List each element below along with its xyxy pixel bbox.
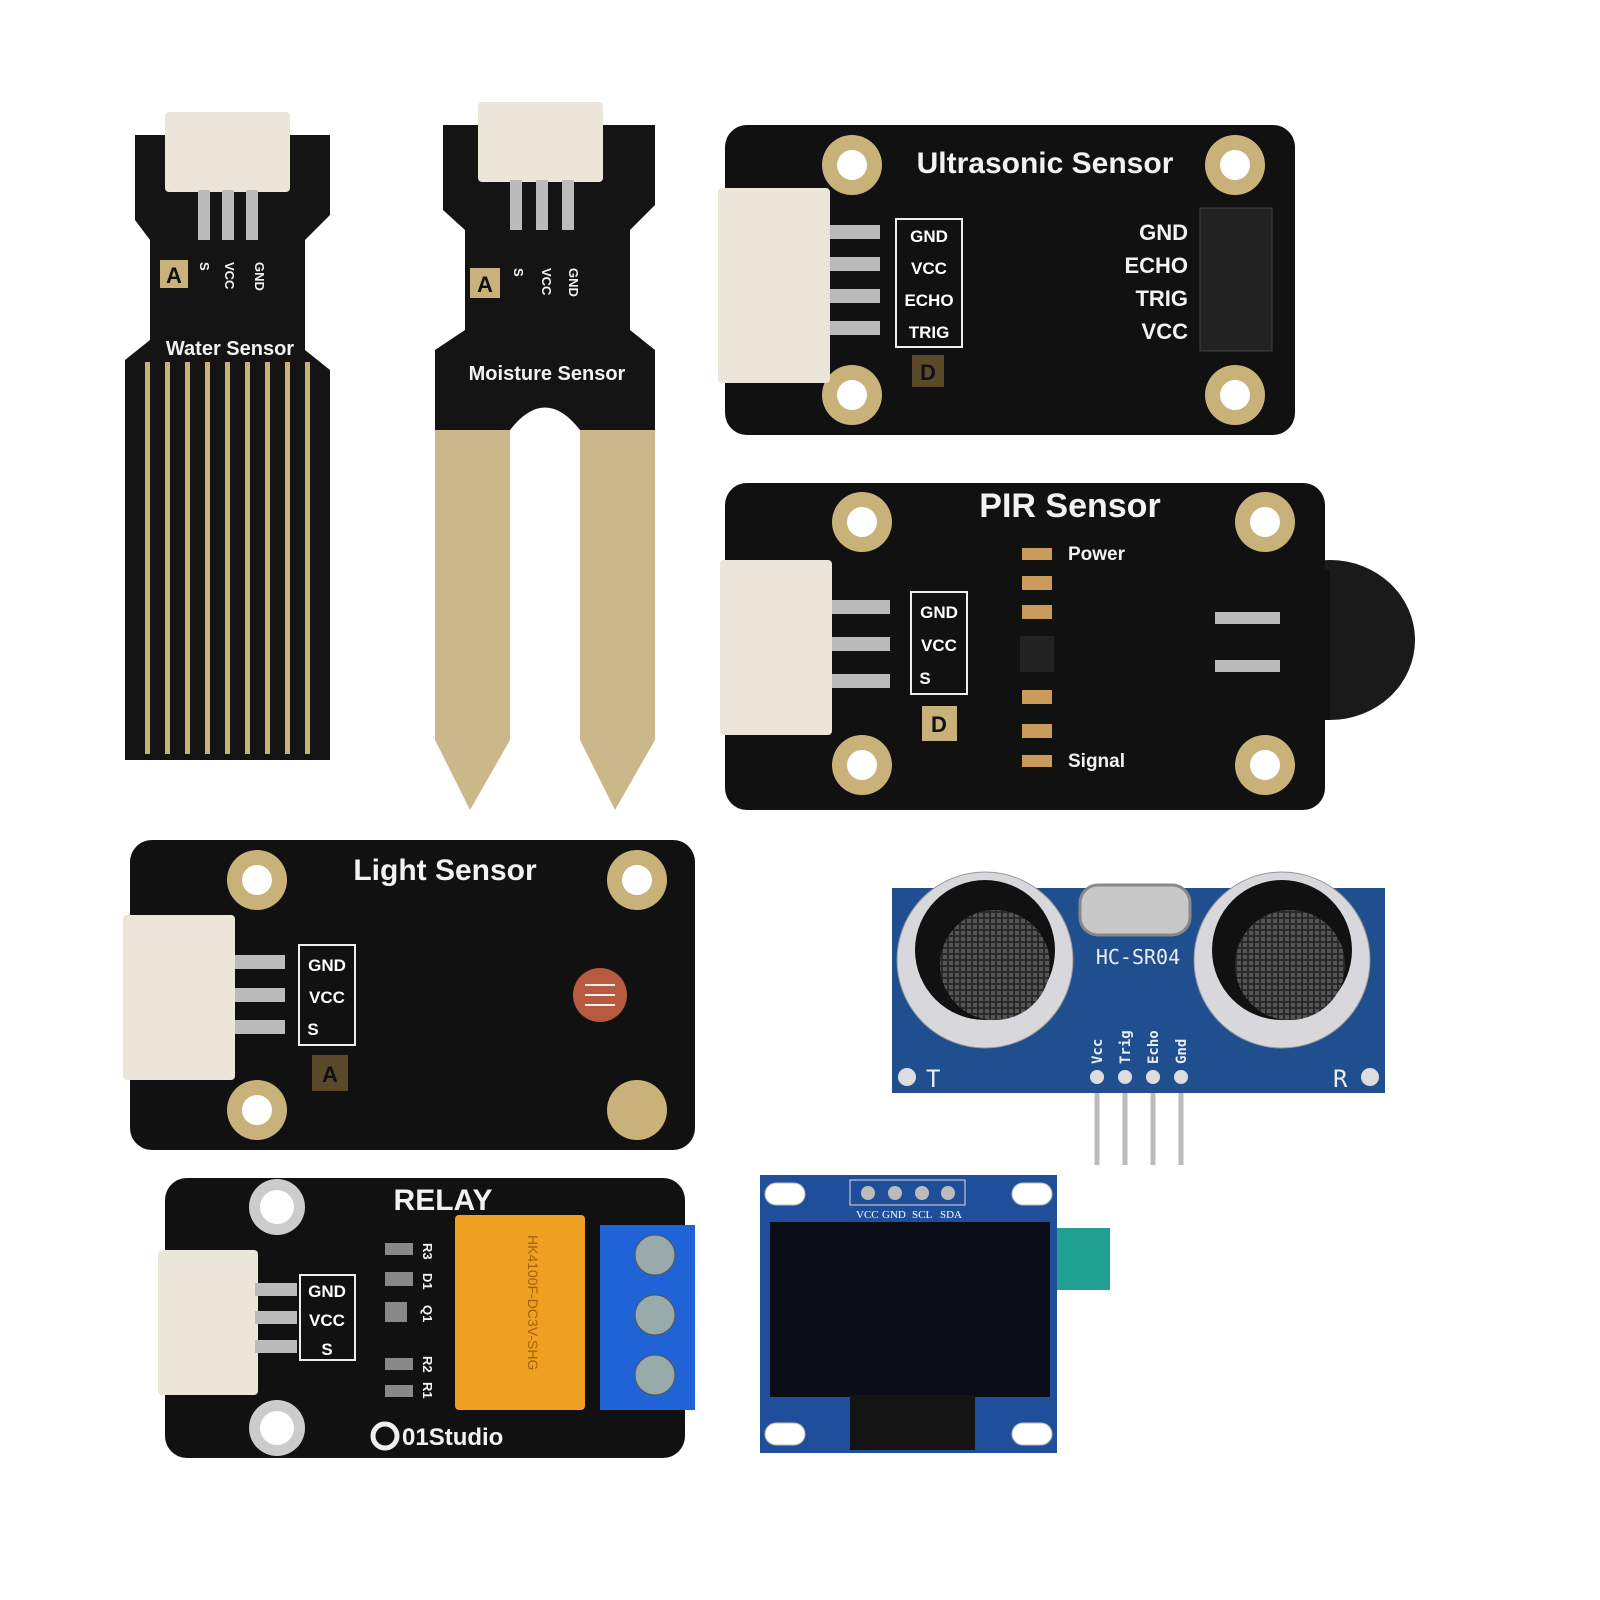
connector-icon — [165, 112, 290, 192]
connector-icon — [478, 102, 603, 182]
board-title: RELAY — [394, 1184, 493, 1217]
pin-label: GND — [920, 603, 958, 622]
component-label: D1 — [420, 1273, 435, 1290]
transmitter-mark: T — [926, 1065, 940, 1093]
pin-label: ECHO — [904, 291, 953, 310]
board-title: Moisture Sensor — [469, 363, 626, 385]
type-mark: A — [322, 1062, 338, 1087]
female-header — [1199, 207, 1273, 352]
pin-label: VCC — [309, 1311, 345, 1330]
pir-sensor-module: PIR Sensor Power Signal GND VCC S D — [720, 483, 1415, 810]
pin-label: GND — [252, 262, 267, 291]
pin-label: S — [321, 1340, 332, 1359]
pin-label: S — [919, 669, 930, 688]
pin-label: S — [307, 1020, 318, 1039]
relay-component — [455, 1215, 585, 1410]
component-label: R3 — [420, 1243, 435, 1260]
pin-label: VCC — [856, 1209, 879, 1221]
moisture-sensor-module: A S VCC GND Moisture Sensor — [435, 102, 655, 810]
pin-label: GND — [566, 268, 581, 297]
transmitter-transducer — [896, 871, 1074, 1049]
pin-label: GND — [910, 227, 948, 246]
pin-label: GND — [882, 1209, 906, 1221]
receiver-transducer — [1193, 871, 1371, 1049]
model-label: HC-SR04 — [1096, 945, 1180, 969]
component-label: R2 — [420, 1356, 435, 1373]
pin-label: TRIG — [1135, 286, 1188, 311]
oled-display-module: VCC GND SCL SDA — [760, 1175, 1110, 1453]
pin-label: VCC — [911, 259, 947, 278]
relay-module: RELAY GND VCC S R3 D1 Q1 R2 R1 HK4100F-D… — [158, 1178, 695, 1458]
pin-label: VCC — [1142, 319, 1189, 344]
connector-icon — [123, 915, 235, 1080]
component-label: Q1 — [420, 1305, 435, 1322]
connector-icon — [718, 188, 830, 383]
light-sensor-module: Light Sensor GND VCC S A — [123, 840, 695, 1150]
pin-label: SDA — [940, 1209, 962, 1221]
pin-label: S — [197, 262, 212, 271]
pin-label: Trig — [1118, 1030, 1134, 1064]
crystal-oscillator — [1078, 883, 1192, 937]
brand-label: 01Studio — [402, 1424, 503, 1451]
type-mark: A — [477, 272, 493, 297]
pin-label: VCC — [539, 268, 554, 296]
signal-led-label: Signal — [1068, 751, 1125, 772]
connector-icon — [158, 1250, 258, 1395]
type-mark: A — [166, 263, 182, 288]
pin-label: ECHO — [1124, 253, 1188, 278]
pin-label: Gnd — [1174, 1039, 1190, 1064]
pin-label: Vcc — [1090, 1039, 1106, 1064]
oled-screen — [770, 1222, 1050, 1397]
brand-logo: 01Studio — [370, 1421, 503, 1451]
power-led-label: Power — [1068, 544, 1126, 565]
board-title: PIR Sensor — [979, 487, 1160, 525]
sensing-traces — [145, 362, 310, 754]
board-title: Water Sensor — [166, 338, 294, 360]
probe-prongs — [435, 400, 655, 810]
board-title: Ultrasonic Sensor — [917, 147, 1174, 180]
ultrasonic-sensor-module: Ultrasonic Sensor GND VCC ECHO TRIG D GN… — [718, 125, 1295, 435]
board-title: Light Sensor — [353, 854, 537, 887]
component-label: R1 — [420, 1382, 435, 1399]
pin-label: SCL — [912, 1209, 932, 1221]
pin-label: TRIG — [909, 323, 950, 342]
pin-label: GND — [308, 956, 346, 975]
pin-label: GND — [1139, 220, 1188, 245]
receiver-mark: R — [1333, 1065, 1348, 1093]
hc-sr04-module: HC-SR04 Vcc Trig Echo Gnd T R — [892, 871, 1385, 1165]
type-mark: D — [931, 712, 947, 737]
connector-icon — [720, 560, 832, 735]
pin-label: Echo — [1146, 1030, 1162, 1064]
water-sensor-module: A S VCC GND Water Sensor — [125, 112, 330, 760]
pin-label: S — [511, 268, 526, 277]
pin-label: VCC — [222, 262, 237, 290]
pin-label: VCC — [921, 636, 957, 655]
relay-part-number: HK4100F-DC3V-SHG — [525, 1235, 541, 1370]
type-mark: D — [920, 360, 936, 385]
pin-label: GND — [308, 1282, 346, 1301]
pin-label: VCC — [309, 988, 345, 1007]
